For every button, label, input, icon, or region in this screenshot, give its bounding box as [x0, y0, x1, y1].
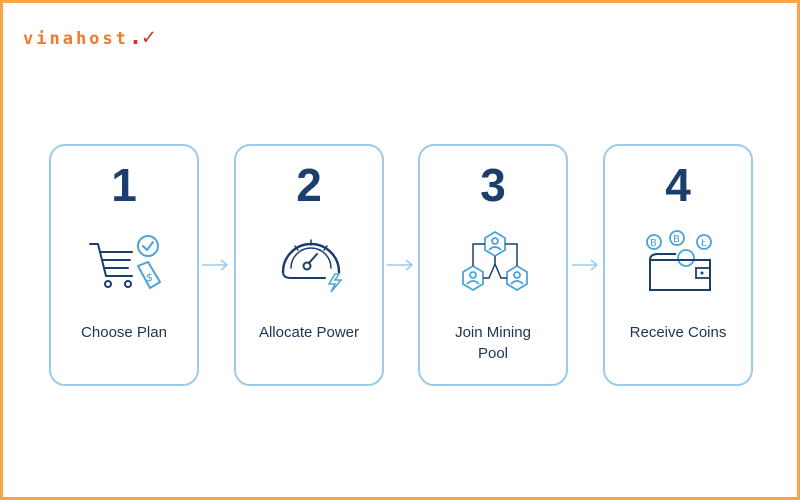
step-number: 4: [665, 159, 691, 211]
step-card-receive-coins: 4 B B Ł Receive Coins: [603, 144, 753, 386]
svg-text:B: B: [650, 238, 657, 249]
svg-text:B: B: [673, 234, 680, 245]
logo-text: vinahost: [23, 29, 129, 49]
step-label: Choose Plan: [81, 324, 167, 341]
step-card-allocate-power: 2 Allocate Power: [234, 144, 384, 386]
logo-check-icon: .✓: [128, 25, 156, 50]
network-users-icon: [462, 230, 528, 292]
svg-text:Ł: Ł: [700, 238, 707, 249]
arrow-right-icon: [387, 259, 414, 271]
step-card-join-mining-pool: 3 Join Mining Pool: [418, 144, 568, 386]
wallet-coins-icon: B B Ł: [646, 230, 712, 291]
arrow-right-icon: [572, 259, 599, 271]
svg-text:$: $: [146, 271, 153, 284]
step-number: 1: [111, 159, 137, 211]
step-number: 3: [480, 159, 506, 211]
step-label: Join Mining Pool: [455, 324, 531, 362]
arrow-right-icon: [202, 259, 229, 271]
shopping-cart-icon: $: [89, 235, 161, 289]
step-number: 2: [296, 159, 322, 211]
vinahost-logo: vinahost.✓: [23, 25, 155, 50]
step-label: Allocate Power: [258, 324, 360, 341]
step-card-choose-plan: 1 $ Choose Plan: [49, 144, 199, 386]
step-label: Receive Coins: [629, 324, 727, 341]
speedometer-icon: [281, 239, 343, 293]
